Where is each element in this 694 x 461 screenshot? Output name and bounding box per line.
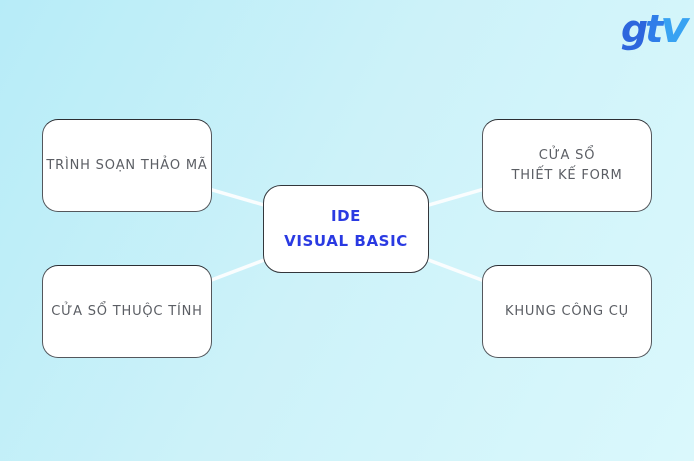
node-cua-so-thiet-ke-form: CỬA SỔ THIẾT KẾ FORM (482, 119, 652, 212)
node-label-line2: THIẾT KẾ FORM (511, 167, 623, 183)
node-label: KHUNG CÔNG CỤ (505, 303, 629, 319)
center-label-line1: IDE (330, 206, 362, 225)
node-label: CỬA SỔ THUỘC TÍNH (51, 303, 203, 319)
node-label: TRÌNH SOẠN THẢO MÃ (46, 157, 208, 173)
gtv-logo: gtv (620, 2, 689, 53)
center-label-line2: VISUAL BASIC (284, 232, 408, 250)
node-label-line1: CỬA SỔ (538, 148, 596, 163)
node-cua-so-thuoc-tinh: CỬA SỔ THUỘC TÍNH (42, 265, 212, 358)
logo-letter-g: g (620, 7, 648, 51)
node-ide-visual-basic: IDE VISUAL BASIC (263, 185, 429, 273)
node-trinh-soan-thao-ma: TRÌNH SOẠN THẢO MÃ (42, 119, 212, 212)
logo-letter-t: t (645, 7, 663, 51)
node-khung-cong-cu: KHUNG CÔNG CỤ (482, 265, 652, 358)
logo-letter-v: v (660, 2, 689, 53)
